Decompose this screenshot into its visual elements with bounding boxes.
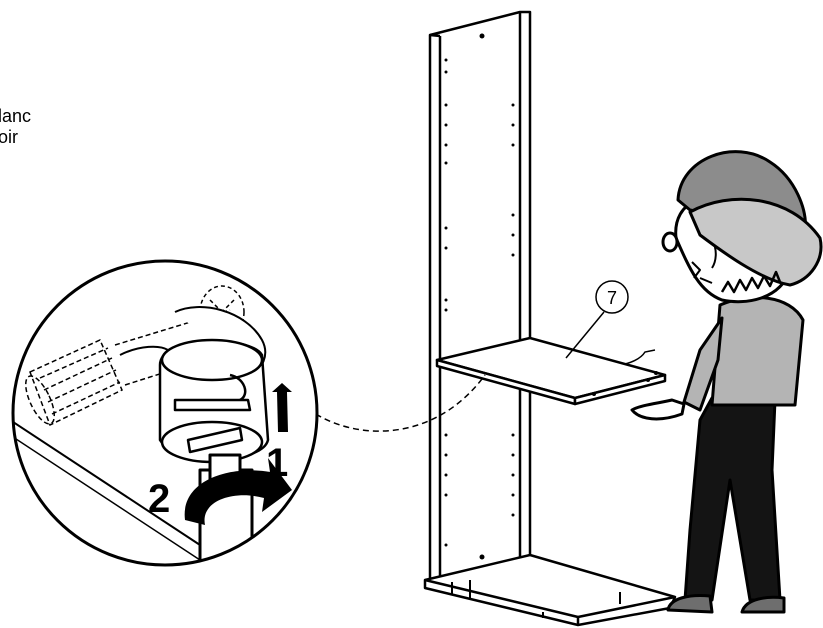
step-1-label: 1 <box>266 441 288 485</box>
part-number-callout: 7 <box>566 281 628 358</box>
cabinet-side-panel <box>430 12 530 585</box>
step-2-label: 2 <box>148 477 170 521</box>
shelf-pin-leader <box>625 350 655 364</box>
cam-lock-icon <box>160 340 268 462</box>
part-number-label: 7 <box>607 288 617 308</box>
